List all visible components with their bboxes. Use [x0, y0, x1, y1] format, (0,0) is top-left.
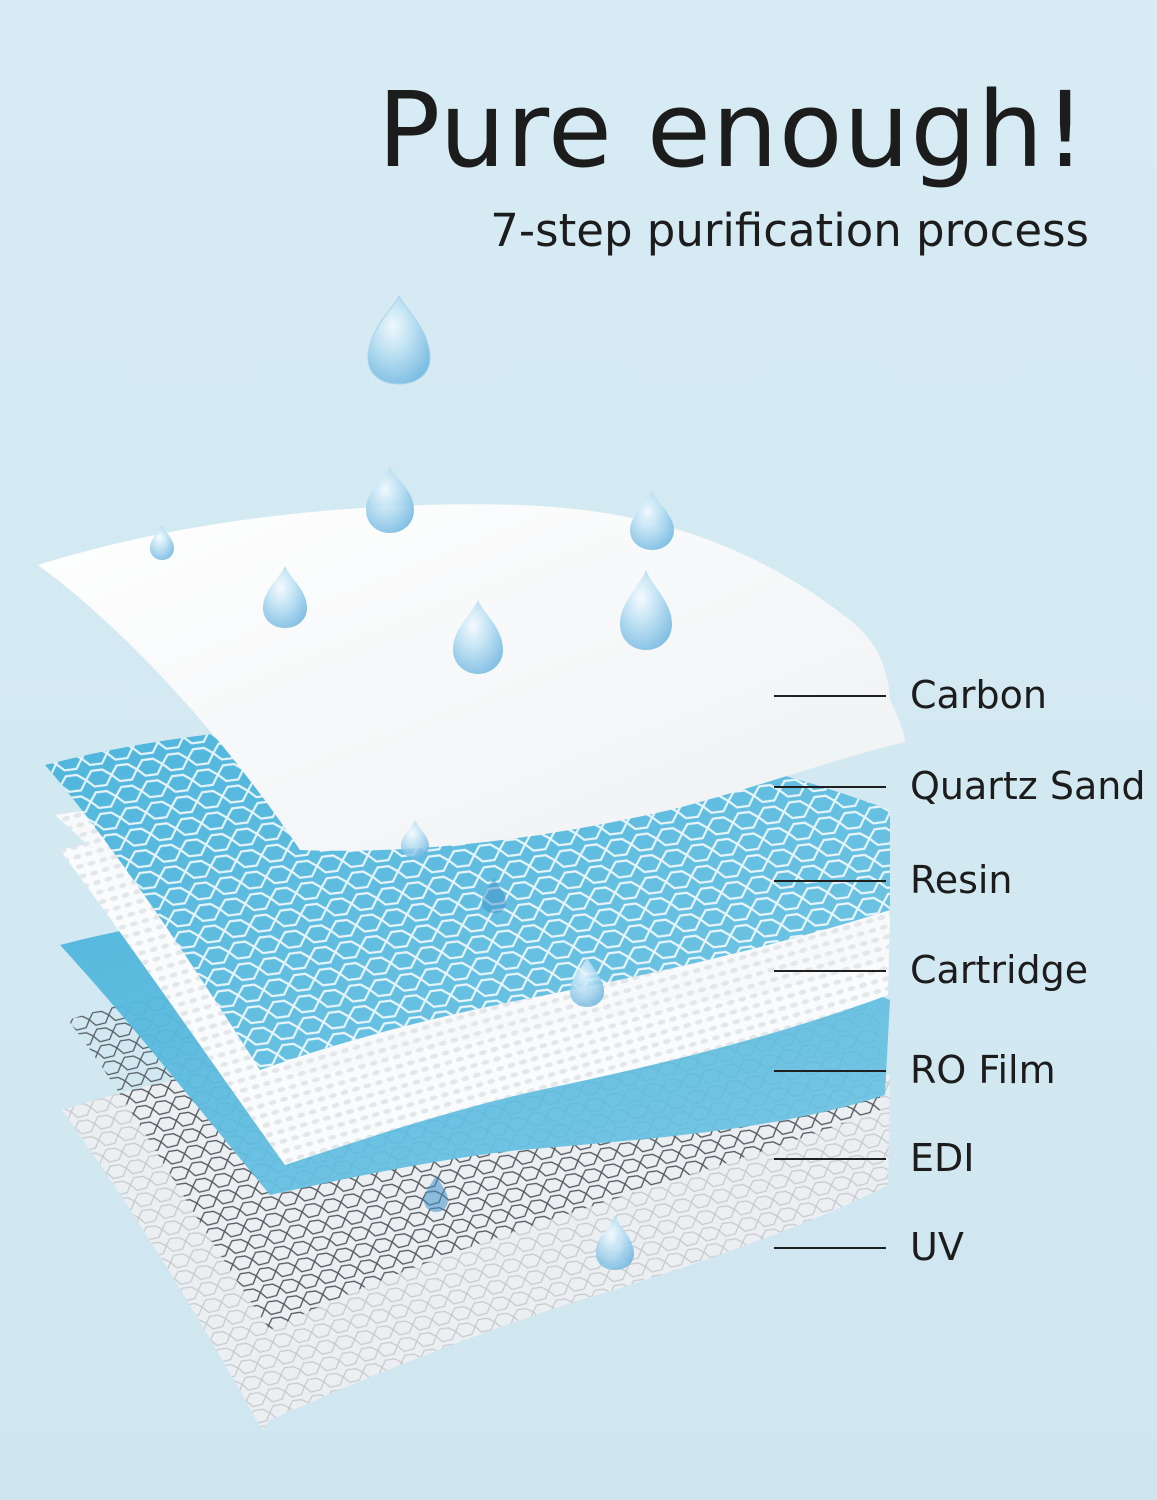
water-drop-icon: [482, 878, 506, 913]
water-drop-icon: [424, 1175, 448, 1212]
water-drop-icon: [367, 294, 431, 385]
water-drop-icon: [570, 957, 604, 1007]
water-drop-icon: [596, 1215, 634, 1270]
water-drop-icon: [263, 566, 307, 628]
water-drop-icon: [150, 525, 174, 560]
water-drop-icon: [630, 491, 674, 550]
water-drop-icon: [620, 570, 672, 650]
carbon-sheet: [38, 504, 905, 851]
quartz-sand-sheet: [45, 723, 890, 1070]
page-subtitle: 7-step purification process: [490, 204, 1089, 257]
water-drop-icon: [453, 600, 503, 674]
page-title: Pure enough!: [377, 69, 1087, 191]
water-drop-icon: [401, 820, 429, 858]
water-drop-icon: [366, 466, 414, 533]
water-drops: [150, 294, 674, 1270]
